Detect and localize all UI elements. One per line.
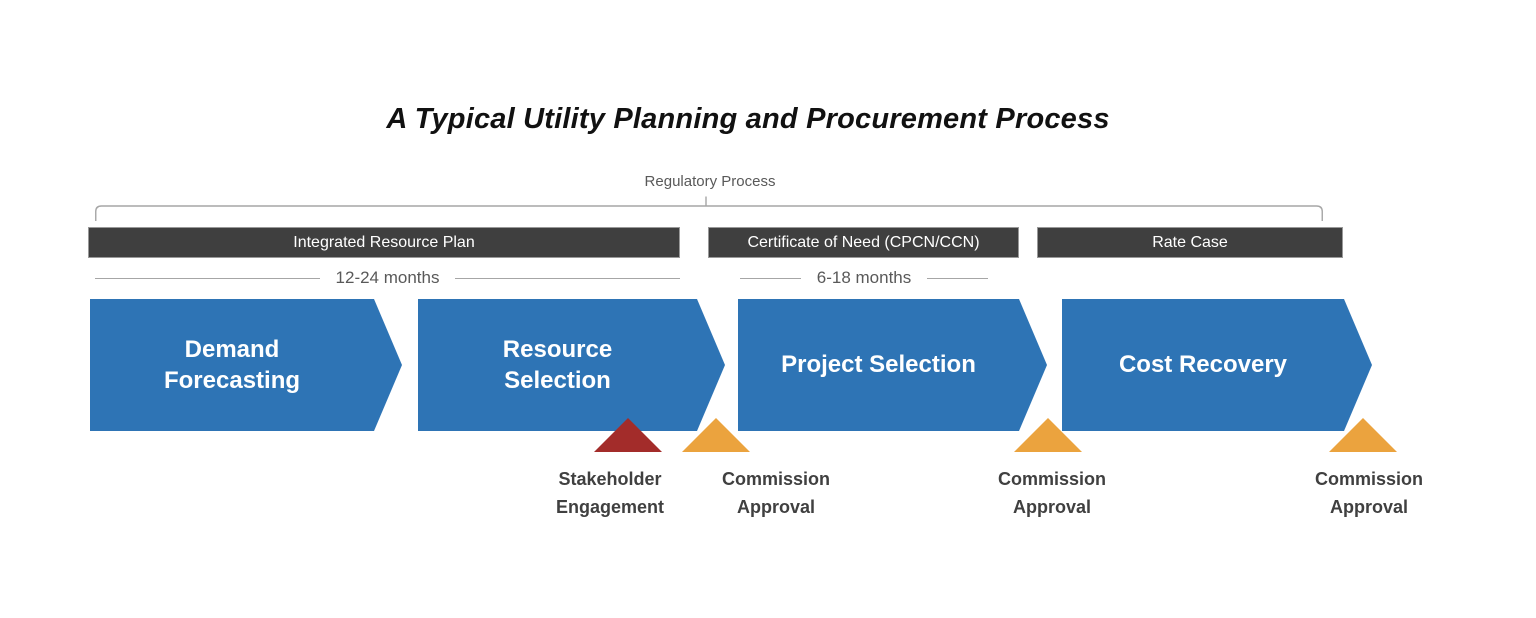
duration-line-right (927, 277, 988, 279)
step-label: Resource Selection (502, 335, 613, 394)
regulatory-bracket (95, 196, 1323, 221)
step-demand-forecasting: Demand Forecasting (90, 299, 402, 431)
phase-bar-integrated-resource-plan: Integrated Resource Plan (88, 227, 680, 258)
step-label: Demand Forecasting (163, 335, 301, 394)
step-resource-selection: Resource Selection (418, 299, 725, 431)
step-project-selection: Project Selection (738, 299, 1047, 431)
phase-bar-rate-case: Rate Case (1037, 227, 1343, 258)
phase-bar-label: Certificate of Need (CPCN/CCN) (747, 233, 980, 251)
phase-bar-certificate-of-need: Certificate of Need (CPCN/CCN) (708, 227, 1019, 258)
duration-line-left (95, 277, 320, 279)
step-label: Cost Recovery (1118, 351, 1288, 379)
duration-label: 6-18 months (816, 268, 912, 287)
regulatory-process-label: Regulatory Process (644, 173, 776, 190)
milestone-label-commission-approval-1: Commission Approval (721, 469, 831, 517)
step-cost-recovery: Cost Recovery (1062, 299, 1372, 431)
step-label: Project Selection (781, 351, 976, 379)
duration-line-left (740, 277, 801, 279)
duration-label: 12-24 months (335, 268, 440, 287)
milestone-label-commission-approval-3: Commission Approval (1314, 469, 1424, 517)
duration-irp: 12-24 months (95, 268, 681, 288)
phase-bar-label: Rate Case (1152, 233, 1228, 251)
milestone-label-stakeholder-engagement: Stakeholder Engagement (555, 469, 665, 517)
duration-line-right (455, 277, 681, 279)
phase-bar-label: Integrated Resource Plan (293, 233, 475, 251)
milestone-label-commission-approval-2: Commission Approval (997, 469, 1107, 517)
diagram-title: A Typical Utility Planning and Procureme… (386, 103, 1110, 135)
duration-cpcn: 6-18 months (740, 268, 988, 288)
